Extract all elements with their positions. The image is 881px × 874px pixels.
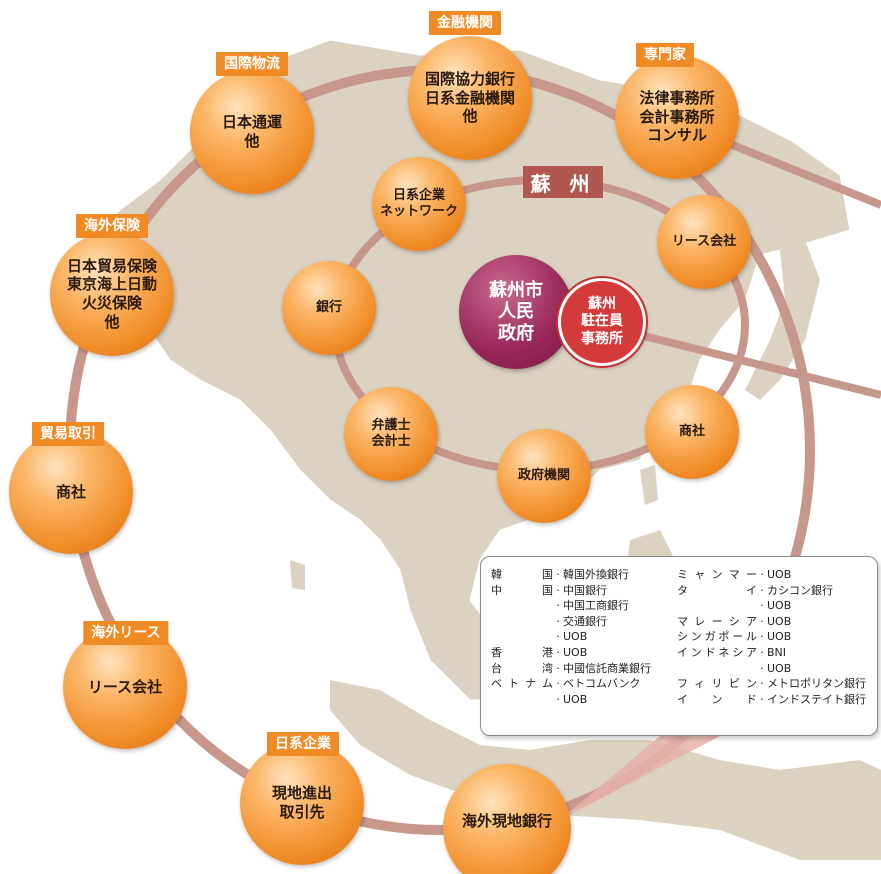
bank-node: 銀行 xyxy=(282,261,376,355)
bank-name: UOB xyxy=(563,630,588,644)
country-name: フィリピン xyxy=(677,677,757,691)
country-name xyxy=(677,598,757,614)
bank-name: UOB xyxy=(767,630,792,644)
bank-name: 中國信託商業銀行 xyxy=(563,661,651,675)
country-name: シンガポール xyxy=(677,630,757,644)
bank-name: UOB xyxy=(563,692,588,706)
bank-row: 台 湾·中國信託商業銀行 xyxy=(491,661,651,675)
bank-row: タ イ·カシコン銀行 xyxy=(677,583,833,597)
callout-wedge xyxy=(560,736,720,820)
bank-name: BNI xyxy=(767,645,787,659)
overseas-insurance-category-tag: 海外保険 xyxy=(76,214,148,238)
indonesia-land xyxy=(330,680,881,860)
country-name: インドネシア xyxy=(677,645,757,659)
representative-office-node: 蘇州 駐在員 事務所 xyxy=(558,278,646,366)
bank-name: メトロポリタン銀行 xyxy=(767,677,866,691)
bank-row: フィリピン·メトロポリタン銀行 xyxy=(677,677,866,691)
bank-row: シンガポール·UOB xyxy=(677,630,792,644)
bank-row: 韓 国·韓国外換銀行 xyxy=(491,568,629,581)
bank-name: UOB xyxy=(767,661,792,675)
inner-trading-company-node: 商社 xyxy=(645,385,739,479)
trade-trading-company-node: 商社 xyxy=(9,430,133,554)
experts-category-tag: 専門家 xyxy=(636,43,694,67)
overseas-lease-node: リース会社 xyxy=(63,625,187,749)
bank-row: 香 港·UOB xyxy=(491,645,588,659)
bank-row: ·UOB xyxy=(491,692,651,708)
country-name xyxy=(491,692,553,708)
bank-name: UOB xyxy=(767,568,792,581)
bank-name: 交通銀行 xyxy=(563,614,607,628)
financial-institutions-node: 国際協力銀行 日系金融機関 他 xyxy=(408,36,532,160)
connector-line-2 xyxy=(639,331,881,399)
city-label: 蘇 州 xyxy=(523,166,603,198)
country-name: 韓 国 xyxy=(491,568,553,581)
japanese-companies-node: 現地進出 取引先 xyxy=(240,741,364,865)
trade-category-tag: 貿易取引 xyxy=(32,422,104,446)
city-government-node: 蘇州市 人民 政府 xyxy=(459,255,573,369)
financial-institutions-category-tag: 金融機関 xyxy=(429,11,501,35)
overseas-lease-category-tag: 海外リース xyxy=(83,621,169,645)
bank-row: ミャンマー·UOB xyxy=(677,568,792,581)
experts-node: 法律事務所 会計事務所 コンサル xyxy=(615,55,739,179)
taiwan-land xyxy=(640,465,658,505)
bank-name: インドステイト銀行 xyxy=(767,692,866,706)
bank-name: 中国工商銀行 xyxy=(563,599,629,613)
logistics-category-tag: 国際物流 xyxy=(216,52,288,76)
inner-lease-company-node: リース会社 xyxy=(657,195,751,289)
bank-list-right-column: ミャンマー·UOB タ イ·カシコン銀行 ·UOB マレーシア·UOB シンガポ… xyxy=(677,567,866,707)
japanese-company-network-node: 日系企業 ネットワーク xyxy=(372,157,466,251)
government-agency-node: 政府機関 xyxy=(497,429,591,523)
country-name: マレーシア xyxy=(677,614,757,628)
country-name xyxy=(491,614,553,630)
country-name xyxy=(677,661,757,677)
bank-name: 中国銀行 xyxy=(563,583,607,597)
bank-name: 韓国外換銀行 xyxy=(563,568,629,581)
logistics-node: 日本通運 他 xyxy=(190,70,314,194)
bank-name: カシコン銀行 xyxy=(767,583,833,597)
bank-row: インドネシア·BNI xyxy=(677,645,787,659)
overseas-insurance-node: 日本貿易保険 東京海上日動 火災保険 他 xyxy=(50,232,174,356)
overseas-local-banks-node: 海外現地銀行 xyxy=(443,764,571,874)
connector-line-1 xyxy=(718,136,881,209)
bank-row: イ ン ド·インドステイト銀行 xyxy=(677,692,866,706)
bank-row: ·中国工商銀行 xyxy=(491,598,651,614)
bank-row: 中 国·中国銀行 xyxy=(491,583,607,597)
bank-row: ·UOB xyxy=(677,598,866,614)
country-name xyxy=(491,598,553,614)
bank-row: ·交通銀行 xyxy=(491,614,651,630)
bank-name: ベトコムバンク xyxy=(563,677,641,691)
bank-name: UOB xyxy=(563,645,588,659)
country-name xyxy=(491,629,553,645)
country-name: タ イ xyxy=(677,583,757,597)
japanese-companies-category-tag: 日系企業 xyxy=(267,732,339,756)
lawyer-accountant-node: 弁護士 会計士 xyxy=(344,387,438,481)
country-name: 中 国 xyxy=(491,583,553,597)
bank-row: ベトナム·ベトコムバンク xyxy=(491,677,641,691)
bank-name: UOB xyxy=(767,614,792,628)
country-name: 台 湾 xyxy=(491,661,553,675)
country-name: ミャンマー xyxy=(677,568,757,581)
country-name: ベトナム xyxy=(491,677,553,691)
bank-row: マレーシア·UOB xyxy=(677,614,792,628)
partner-bank-list: 韓 国·韓国外換銀行 中 国·中国銀行 ·中国工商銀行 ·交通銀行 ·UOB 香… xyxy=(480,556,878,736)
country-name: 香 港 xyxy=(491,645,553,659)
bank-list-left-column: 韓 国·韓国外換銀行 中 国·中国銀行 ·中国工商銀行 ·交通銀行 ·UOB 香… xyxy=(491,567,651,707)
bank-row: ·UOB xyxy=(677,661,866,677)
bank-name: UOB xyxy=(767,599,792,613)
sri-lanka-land xyxy=(290,560,305,590)
bank-row: ·UOB xyxy=(491,629,651,645)
country-name: イ ン ド xyxy=(677,692,757,706)
